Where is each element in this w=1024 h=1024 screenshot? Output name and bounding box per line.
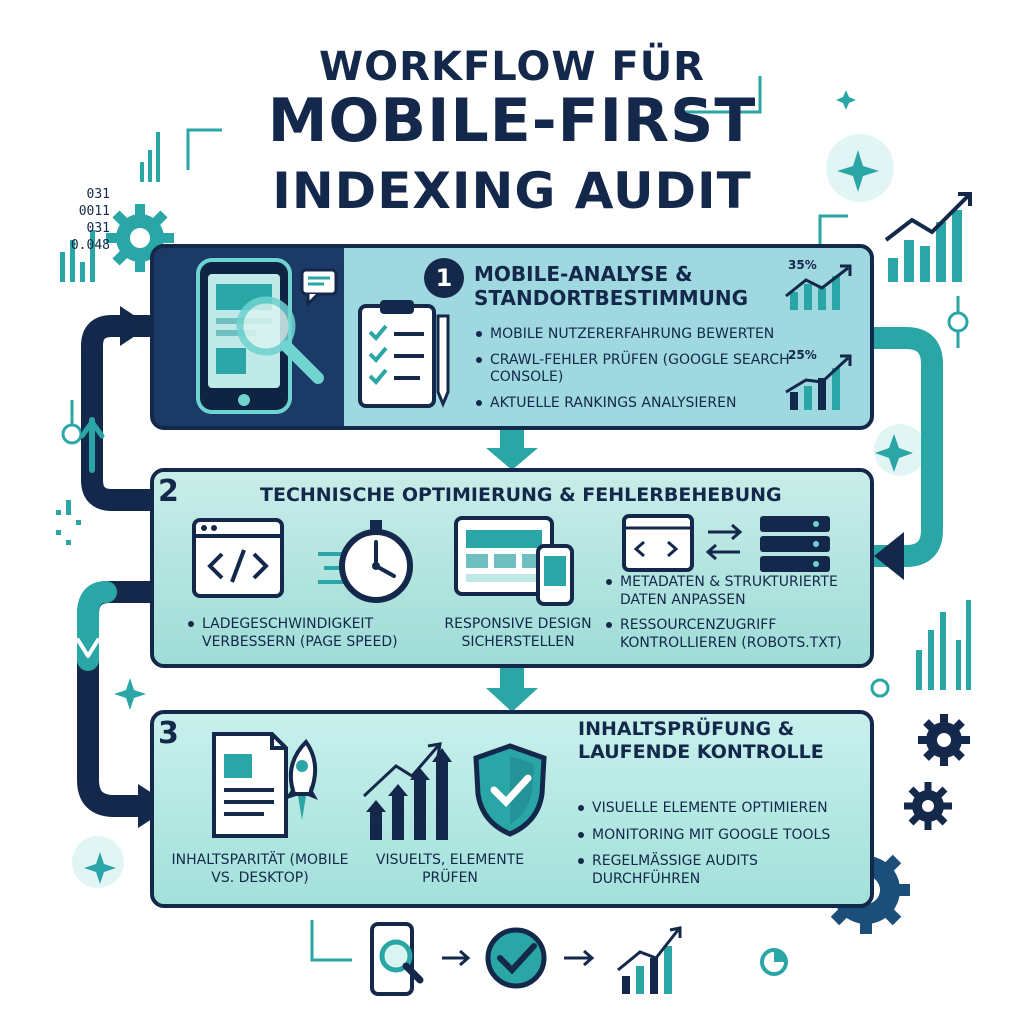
growth-chart-label-2: 25% <box>788 348 817 362</box>
shield-check-icon <box>473 743 547 837</box>
code-window-icon <box>192 518 284 598</box>
step-1-heading: MOBILE-ANALYSE & STANDORTBESTIMMUNG <box>474 262 749 310</box>
list-item: MONITORING MIT GOOGLE TOOLS <box>578 827 868 845</box>
binary-decoration: 031 0011 031 0.048 <box>70 187 110 253</box>
step-3-caption-parity: INHALTSPARITÄT (MOBILE VS. DESKTOP) <box>171 852 349 886</box>
title-line-1: WORKFLOW FÜR <box>319 44 705 90</box>
growth-chart-label-1: 35% <box>788 258 817 272</box>
checklist-clipboard-icon <box>358 300 450 408</box>
list-item: CRAWL-FEHLER PRÜFEN (GOOGLE SEARCH CONSO… <box>476 352 836 387</box>
step-2-caption-responsive: RESPONSIVE DESIGN SICHERSTELLEN <box>444 616 592 650</box>
list-item: MOBILE NUTZERERFAHRUNG BEWERTEN <box>476 326 836 344</box>
code-server-sync-icon <box>622 514 830 572</box>
list-item: LADEGESCHWINDIGKEIT VERBESSERN (PAGE SPE… <box>188 616 428 651</box>
step-2-number: 2 <box>158 474 179 509</box>
document-rocket-icon <box>212 732 318 838</box>
list-item: VISUELLE ELEMENTE OPTIMIEREN <box>578 800 868 818</box>
step-1-number: 1 <box>424 258 464 298</box>
growth-chart-icon <box>785 264 852 310</box>
step-3-number: 3 <box>158 716 179 751</box>
list-item: REGELMÄSSIGE AUDITS DURCHFÜHREN <box>578 853 868 888</box>
step-3-bullets: VISUELLE ELEMENTE OPTIMIEREN MONITORING … <box>578 800 868 897</box>
step-2-bullets-right: METADATEN & STRUKTURIERTE DATEN ANPASSEN… <box>606 574 868 660</box>
step-2-bullets-left: LADEGESCHWINDIGKEIT VERBESSERN (PAGE SPE… <box>188 616 428 659</box>
list-item: AKTUELLE RANKINGS ANALYSIEREN <box>476 395 836 413</box>
step-3-heading: INHALTSPRÜFUNG & LAUFENDE KONTROLLE <box>578 718 824 763</box>
phone-magnifier-icon <box>196 258 338 414</box>
rising-bars-icon <box>362 742 452 840</box>
growth-chart-icon <box>785 354 852 410</box>
title-line-2: MOBILE-FIRST <box>267 86 757 156</box>
step-1-bullets: MOBILE NUTZERERFAHRUNG BEWERTEN CRAWL-FE… <box>476 326 836 420</box>
step-2-heading: TECHNISCHE OPTIMIERUNG & FEHLERBEHEBUNG <box>260 484 782 506</box>
responsive-devices-icon <box>454 516 574 606</box>
title-line-3: INDEXING AUDIT <box>272 162 752 220</box>
list-item: METADATEN & STRUKTURIERTE DATEN ANPASSEN <box>606 574 868 609</box>
step-3-caption-visuals: VISUELTS, ELEMENTE PRÜFEN <box>375 852 525 886</box>
bottom-flow-icons <box>370 922 788 996</box>
list-item: RESSOURCENZUGRIFF KONTROLLIEREN (ROBOTS.… <box>606 617 868 652</box>
stopwatch-icon <box>318 520 413 603</box>
